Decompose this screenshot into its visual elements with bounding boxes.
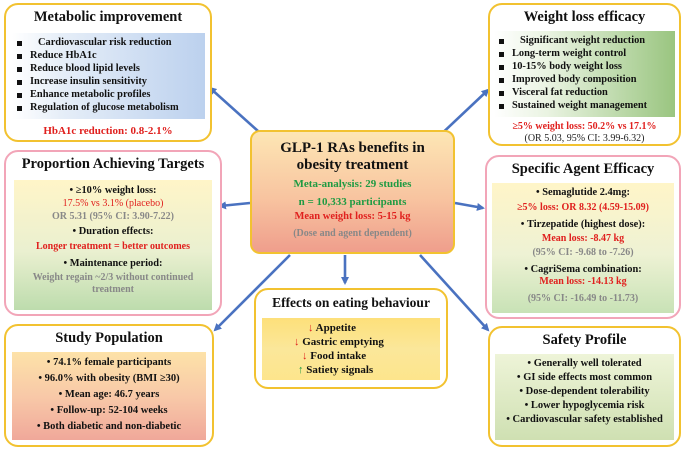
weightloss-footer-2: (OR 5.03, 95% CI: 3.99-6.32) <box>524 133 645 144</box>
eating-title: Effects on eating behaviour <box>272 295 430 310</box>
list-item: • 74.1% female participants <box>46 357 172 368</box>
list-item: • Follow-up: 52-104 weeks <box>50 405 168 416</box>
targets-b3-grey: Weight regain ~2/3 without continued tre… <box>32 272 194 296</box>
safety-title: Safety Profile <box>542 332 627 348</box>
center-title: GLP-1 RAs benefits in obesity treatment <box>280 140 425 173</box>
weightloss-title: Weight loss efficacy <box>523 9 646 25</box>
safety-card: Safety Profile • Generally well tolerate… <box>488 326 681 447</box>
targets-card: Proportion Achieving Targets • ≥10% weig… <box>4 150 222 316</box>
agents-bullet-3: • CagriSema combination: <box>524 263 642 275</box>
agents-bullet-2: • Tirzepatide (highest dose): <box>520 218 646 230</box>
arrow-to-safety <box>419 254 490 332</box>
list-item: Significant weight reduction <box>494 35 675 48</box>
population-title: Study Population <box>55 330 163 346</box>
center-meta: Meta-analysis: 29 studies <box>293 178 412 190</box>
arrow-to-targets <box>218 201 251 210</box>
agents-a3-grey: (95% CI: -16.49 to -11.73) <box>527 293 639 305</box>
list-item: Reduce blood lipid levels <box>12 63 205 76</box>
eating-item-satiety: ↑ Satiety signals <box>298 364 374 376</box>
agents-a1-red: ≥5% loss: OR 8.32 (4.59-15.09) <box>517 201 649 213</box>
targets-b1-grey: OR 5.31 (95% CI: 3.90-7.22) <box>52 210 174 222</box>
down-arrow-icon: ↓ <box>308 322 314 334</box>
eating-card: Effects on eating behaviour ↓ Appetite ↓… <box>254 288 448 389</box>
weightloss-list-box: Significant weight reduction Long-term w… <box>494 31 675 117</box>
metabolic-title: Metabolic improvement <box>33 9 183 25</box>
list-item: Improved body composition <box>494 74 675 87</box>
list-item: • Both diabetic and non-diabetic <box>36 421 182 432</box>
eating-item-appetite: ↓ Appetite <box>308 322 356 334</box>
targets-b2-red: Longer treatment = better outcomes <box>36 240 190 252</box>
center-summary: GLP-1 RAs benefits in obesity treatment … <box>250 130 455 254</box>
targets-bullet-3: • Maintenance period: <box>63 257 163 269</box>
weightloss-card: Weight loss efficacy Significant weight … <box>488 3 681 146</box>
arrow-to-agents <box>454 201 485 211</box>
list-item: • Cardiovascular safety established <box>506 414 663 425</box>
agents-a3-red: Mean loss: -14.13 kg <box>539 276 627 288</box>
eating-item-gastric: ↓ Gastric emptying <box>294 336 384 348</box>
list-item: Sustained weight management <box>494 100 675 113</box>
safety-box: • Generally well tolerated • GI side eff… <box>495 354 674 440</box>
metabolic-footer: HbA1c reduction: 0.8-2.1% <box>43 125 173 137</box>
list-item: • Generally well tolerated <box>527 358 642 369</box>
eating-box: ↓ Appetite ↓ Gastric emptying ↓ Food int… <box>262 318 440 380</box>
metabolic-list: Cardiovascular risk reduction Reduce HbA… <box>12 37 205 114</box>
list-item: Increase insulin sensitivity <box>12 76 205 89</box>
arrow-to-population <box>213 254 291 332</box>
down-arrow-icon: ↓ <box>302 350 308 362</box>
population-box: • 74.1% female participants • 96.0% with… <box>12 352 206 440</box>
list-item: • Dose-dependent tolerability <box>519 386 650 397</box>
metabolic-list-box: Cardiovascular risk reduction Reduce HbA… <box>12 33 205 119</box>
center-note: (Dose and agent dependent) <box>293 228 412 239</box>
list-item: Reduce HbA1c <box>12 50 205 63</box>
targets-b1-red: 17.5% vs 3.1% (placebo) <box>62 197 164 209</box>
targets-box: • ≥10% weight loss: 17.5% vs 3.1% (place… <box>14 180 212 310</box>
targets-bullet-1: • ≥10% weight loss: <box>69 185 157 196</box>
down-arrow-icon: ↓ <box>294 336 300 348</box>
metabolic-card: Metabolic improvement Cardiovascular ris… <box>4 3 212 142</box>
agents-title: Specific Agent Efficacy <box>511 161 655 177</box>
targets-title: Proportion Achieving Targets <box>21 156 205 172</box>
list-item: • Mean age: 46.7 years <box>58 389 160 400</box>
list-item: Regulation of glucose metabolism <box>12 102 205 115</box>
targets-bullet-2: • Duration effects: <box>72 225 154 237</box>
agents-bullet-1: • Semaglutide 2.4mg: <box>536 187 630 198</box>
agents-card: Specific Agent Efficacy • Semaglutide 2.… <box>485 155 681 319</box>
list-item: • 96.0% with obesity (BMI ≥30) <box>38 373 180 384</box>
list-item: • Lower hypoglycemia risk <box>524 400 645 411</box>
agents-a2-red: Mean loss: -8.47 kg <box>541 232 625 244</box>
center-participants: n = 10,333 participants <box>298 196 407 208</box>
population-card: Study Population • 74.1% female particip… <box>4 324 214 447</box>
list-item: Cardiovascular risk reduction <box>12 37 205 50</box>
weightloss-list: Significant weight reduction Long-term w… <box>494 35 675 112</box>
list-item: Long-term weight control <box>494 48 675 61</box>
up-arrow-icon: ↑ <box>298 364 304 376</box>
weightloss-footer-1: ≥5% weight loss: 50.2% vs 17.1% <box>512 121 657 132</box>
list-item: Visceral fat reduction <box>494 87 675 100</box>
list-item: Enhance metabolic profiles <box>12 89 205 102</box>
list-item: 10-15% body weight loss <box>494 61 675 74</box>
list-item: • GI side effects most common <box>516 372 653 383</box>
agents-box: • Semaglutide 2.4mg: ≥5% loss: OR 8.32 (… <box>492 183 674 313</box>
agents-a2-grey: (95% CI: -9.68 to -7.26) <box>532 246 634 258</box>
eating-item-food: ↓ Food intake <box>302 350 367 362</box>
center-weight-loss: Mean weight loss: 5-15 kg <box>294 211 411 222</box>
